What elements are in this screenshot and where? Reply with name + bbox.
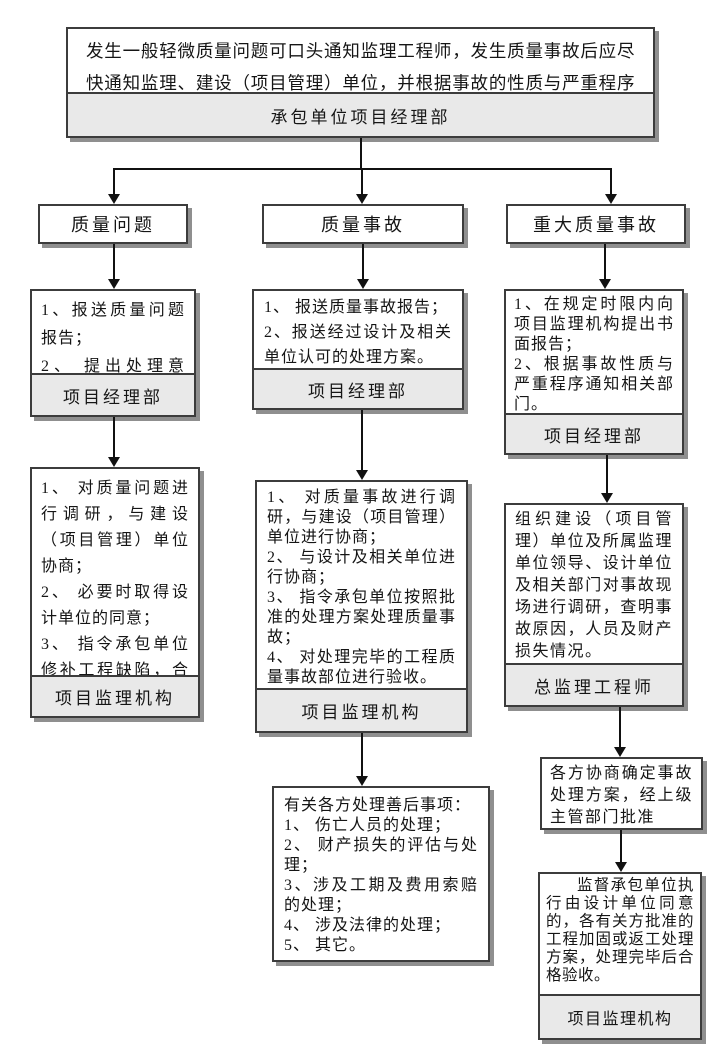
category-box-major-quality-accident: 重大质量事故: [506, 204, 686, 244]
role-label: 项目经理部: [506, 413, 682, 453]
arrow-to-category-1: [108, 168, 120, 204]
step-text: 1、报送质量问题报告； 2、 提出处理意见。: [41, 302, 185, 373]
arrow-branch1-step1: [108, 244, 120, 289]
category-label: 重大质量事故: [533, 215, 659, 235]
category-label: 质量问题: [71, 215, 155, 235]
arrow-branch3-step3: [614, 707, 626, 757]
intro-text: 发生一般轻微质量问题可口头通知监理工程师，发生质量事故后应尽快通知监理、建设（项…: [86, 41, 635, 92]
arrow-to-category-2: [356, 168, 368, 204]
role-label: 项目监理机构: [32, 675, 198, 716]
step-box-branch3-step4: 监督承包单位执行由设计单位同意的，各有关方批准的工程加固或返工处理方案，处理完毕…: [538, 872, 702, 1040]
role-label: 项目监理机构: [257, 688, 466, 731]
arrow-branch3-step2: [601, 455, 613, 503]
arrow-branch2-step1: [357, 244, 369, 289]
intro-box: 发生一般轻微质量问题可口头通知监理工程师，发生质量事故后应尽快通知监理、建设（项…: [66, 27, 655, 138]
step-box-branch2-step1: 1、 报送质量事故报告； 2、报送经过设计及相关单位认可的处理方案。 项目经理部: [252, 289, 464, 410]
arrow-branch2-step2: [356, 410, 368, 480]
step-box-branch3-step2: 组织建设（项目管理）单位及所属监理单位领导、设计单位及相关部门对事故现场进行调研…: [504, 503, 684, 707]
category-label: 质量事故: [321, 215, 405, 235]
arrow-branch3-step4: [615, 830, 627, 872]
step-box-branch3-step1: 1、在规定时限内向项目监理机构提出书面报告； 2、根据事故性质与严重程序通知相关…: [504, 289, 684, 455]
step-box-branch1-step2: 1、 对质量问题进行调研，与建设（项目管理）单位协商； 2、 必要时取得设计单位…: [30, 467, 200, 718]
arrow-to-category-3: [605, 168, 617, 204]
intro-role-label: 承包单位项目经理部: [68, 92, 653, 136]
step-text: 1、 对质量问题进行调研，与建设（项目管理）单位协商； 2、 必要时取得设计单位…: [41, 480, 189, 675]
step-text: 1、 对质量事故进行调研，与建设（项目管理）单位进行协商； 2、 与设计及相关单…: [267, 489, 456, 686]
role-label: 总监理工程师: [506, 663, 682, 705]
category-box-quality-accident: 质量事故: [262, 204, 464, 244]
arrow-branch1-step2: [108, 417, 120, 467]
step-text: 各方协商确定事故处理方案，经上级主管部门批准: [550, 765, 693, 826]
step-box-branch2-step2: 1、 对质量事故进行调研，与建设（项目管理）单位进行协商； 2、 与设计及相关单…: [255, 480, 468, 733]
step-box-branch1-step1: 1、报送质量问题报告； 2、 提出处理意见。 项目经理部: [30, 289, 196, 417]
arrow-branch2-step3: [356, 733, 368, 786]
step-box-branch3-step3: 各方协商确定事故处理方案，经上级主管部门批准: [540, 757, 703, 830]
arrow-branch3-step1: [599, 244, 611, 289]
step-text: 1、在规定时限内向项目监理机构提出书面报告； 2、根据事故性质与严重程序通知相关…: [514, 296, 674, 413]
role-label: 项目经理部: [254, 368, 462, 408]
role-label: 项目监理机构: [540, 994, 700, 1038]
step-text: 监督承包单位执行由设计单位同意的，各有关方批准的工程加固或返工处理方案，处理完毕…: [546, 877, 694, 984]
step-text: 有关各方处理善后事项： 1、 伤亡人员的处理； 2、 财产损失的评估与处理； 3…: [284, 797, 478, 954]
role-label: 项目经理部: [32, 373, 194, 415]
step-text: 1、 报送质量事故报告； 2、报送经过设计及相关单位认可的处理方案。: [264, 299, 452, 366]
connector-stem: [360, 138, 362, 169]
category-box-quality-problem: 质量问题: [38, 204, 188, 244]
step-box-branch2-step3: 有关各方处理善后事项： 1、 伤亡人员的处理； 2、 财产损失的评估与处理； 3…: [272, 786, 490, 962]
step-text: 组织建设（项目管理）单位及所属监理单位领导、设计单位及相关部门对事故现场进行调研…: [515, 511, 673, 660]
